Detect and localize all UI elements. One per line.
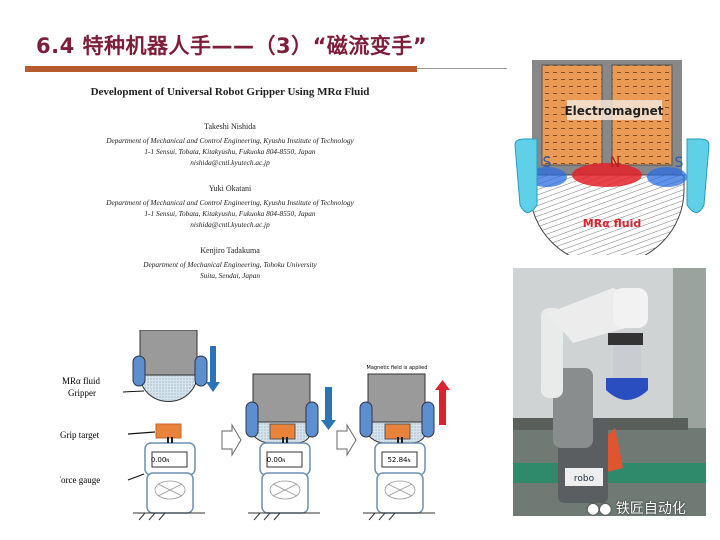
gripper-stage-2: [245, 373, 336, 521]
author-address: 1-1 Sensui, Tobata, Kitakyushu, Fukuoka …: [144, 147, 316, 156]
robot-brand-label: robo: [574, 474, 595, 484]
slide-title: 6.4 特种机器人手——（3）“磁流变手”: [36, 34, 428, 58]
paper-title: Development of Universal Robot Gripper U…: [90, 86, 370, 98]
author-affiliation: Department of Mechanical Engineering, To…: [143, 260, 317, 269]
pole-s-left: S: [543, 155, 552, 171]
gripper-stage-3: [359, 373, 450, 521]
watermark-text: 铁匠自动化: [615, 501, 686, 517]
wechat-icon: ●●: [587, 501, 612, 517]
next-arrow-icon: [336, 423, 357, 457]
pole-n: N: [610, 155, 620, 171]
author-affiliation: Department of Mechanical and Control Eng…: [106, 136, 354, 145]
label-force-gauge: Force gauge: [60, 475, 100, 485]
mr-fluid-label: MRα fluid: [583, 217, 641, 230]
next-arrow-icon: [221, 423, 242, 457]
paper-header: Development of Universal Robot Gripper U…: [60, 86, 400, 281]
author-affiliation: Department of Mechanical and Control Eng…: [106, 198, 354, 207]
author-address: Suita, Sendai, Japan: [200, 271, 260, 280]
title-rule: [417, 68, 507, 69]
label-gripper: Gripper: [68, 388, 96, 398]
watermark: ●● 铁匠自动化: [587, 498, 686, 518]
author-address: 1-1 Sensui, Tobata, Kitakyushu, Fukuoka …: [144, 209, 316, 218]
author-name: Kenjiro Tadakuma: [200, 246, 260, 255]
label-grip-target: Grip target: [60, 430, 100, 440]
pole-s-right: S: [675, 155, 684, 171]
gauge-reading: 52.84N: [387, 456, 410, 464]
gripper-stage-1: [122, 330, 220, 521]
author-email: nishida@cntl.kyutech.ac.jp: [190, 158, 270, 167]
robot-photo: robo: [513, 268, 706, 516]
gauge-reading: 0.00N: [267, 456, 286, 464]
gauge-reading: 0.00N: [151, 456, 170, 464]
down-arrow-icon: [206, 346, 220, 392]
author-email: nishida@cntl.kyutech.ac.jp: [190, 220, 270, 229]
label-mr-fluid: MRα fluid: [62, 376, 100, 386]
title-underline: [25, 66, 417, 72]
up-arrow-icon: [435, 380, 450, 425]
magnetic-field-note: Magnetic field is applied: [367, 365, 428, 371]
down-arrow-icon: [321, 387, 336, 430]
gripper-process-diagram: MRα fluid Gripper Grip target Force gaug…: [60, 330, 450, 521]
electromagnet-label: Electromagnet: [564, 104, 663, 118]
electromagnet-diagram: Electromagnet S N S MRα fluid: [514, 60, 710, 255]
author-name: Takeshi Nishida: [204, 122, 256, 131]
author-name: Yuki Okatani: [208, 184, 252, 193]
